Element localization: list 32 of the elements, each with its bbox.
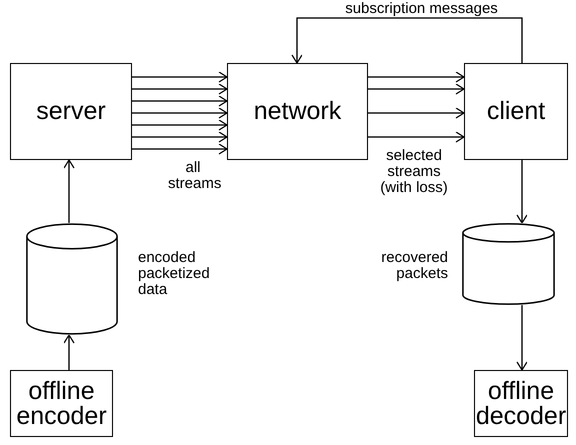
arrow	[132, 83, 228, 95]
edge-label: subscription messages	[343, 0, 500, 17]
storage-cylinder	[26, 223, 118, 335]
arrow	[291, 17, 523, 64]
node-label: offline encoder	[15, 378, 108, 428]
arrow	[368, 131, 465, 143]
arrow	[132, 95, 228, 107]
arrow	[63, 159, 75, 223]
arrow	[132, 143, 228, 155]
stream-label: selected streams (with loss)	[379, 148, 449, 196]
arrow	[516, 160, 528, 224]
arrow	[132, 107, 228, 119]
arrow	[368, 83, 465, 95]
arrow	[516, 305, 528, 371]
arrow	[132, 71, 228, 83]
process-box	[464, 63, 568, 160]
storage-cylinder	[462, 223, 555, 305]
arrow	[132, 119, 228, 131]
process-box	[474, 370, 568, 437]
node-caption: recovered packets	[380, 250, 448, 282]
node-label: network	[254, 99, 342, 124]
arrow	[132, 131, 228, 143]
arrow	[63, 334, 75, 370]
node-caption: encoded packetized data	[138, 250, 211, 298]
node-label: server	[36, 99, 106, 124]
arrow	[368, 107, 465, 119]
node-label: client	[486, 99, 546, 124]
node-label: offline decoder	[475, 378, 567, 428]
process-box	[10, 370, 113, 437]
process-box	[10, 63, 132, 160]
arrow	[368, 71, 465, 83]
process-box	[227, 63, 368, 160]
